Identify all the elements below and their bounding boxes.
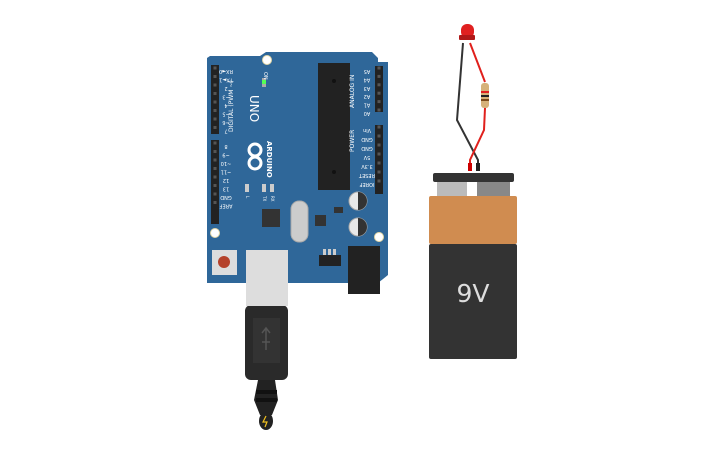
header-pin[interactable] <box>377 125 381 129</box>
l-led-label: L <box>245 196 250 199</box>
pin-label: 7 <box>224 128 227 134</box>
regulator <box>319 255 341 266</box>
pin-label: ~3 <box>222 94 229 100</box>
digital-label: DIGITAL (PWM ~) <box>228 80 235 132</box>
battery-voltage-label: 9V <box>456 279 489 308</box>
pin-label: A0 <box>364 110 371 116</box>
pin-label: 4 <box>224 102 227 108</box>
pin-label: IOREF <box>359 181 374 187</box>
rx-led-label: RX <box>270 196 275 202</box>
pin-label: Vin <box>363 127 371 133</box>
pin-label: A5 <box>364 68 371 74</box>
header-pin[interactable] <box>213 92 217 95</box>
header-pin[interactable] <box>377 143 381 147</box>
header-pin[interactable] <box>377 161 381 165</box>
usb-symbol-icon <box>261 326 271 350</box>
power-header[interactable] <box>375 125 383 194</box>
header-pin[interactable] <box>377 170 381 174</box>
usb-cable[interactable] <box>245 305 288 430</box>
pin-label: 3.3V <box>361 163 373 169</box>
pin-label: TX►1 <box>219 77 234 83</box>
pin-label: GND <box>220 194 232 200</box>
power-label: POWER <box>349 130 356 152</box>
battery-9v[interactable]: 9V <box>429 173 517 359</box>
header-pin[interactable] <box>213 150 217 153</box>
header-pin[interactable] <box>377 152 381 156</box>
analog-label: ANALOG IN <box>349 75 356 108</box>
header-pin[interactable] <box>213 175 217 179</box>
header-pin[interactable] <box>377 91 381 95</box>
pin-label: ~9 <box>222 152 229 158</box>
header-pin[interactable] <box>213 83 217 87</box>
pin-label: ~10 <box>221 160 232 166</box>
pin-label: RESET <box>358 172 375 178</box>
usb-port <box>246 250 288 306</box>
header-pin[interactable] <box>377 83 381 87</box>
power-jack[interactable] <box>348 246 380 294</box>
power-led <box>262 80 266 84</box>
pin-label: 8 <box>224 143 227 149</box>
brand-label: ARDUINO <box>265 141 273 178</box>
header-pin[interactable] <box>213 201 217 204</box>
pin-label: A4 <box>364 76 371 82</box>
header-pin[interactable] <box>213 100 217 104</box>
on-label: ON <box>262 72 268 80</box>
pin-label: ~11 <box>221 169 232 175</box>
header-pin[interactable] <box>377 134 381 138</box>
pin-label: ~5 <box>222 111 229 117</box>
header-pin[interactable] <box>213 167 217 170</box>
pin-label: 12 <box>223 177 229 183</box>
header-pin[interactable] <box>213 192 217 196</box>
digital-header-high[interactable] <box>211 65 219 134</box>
pin-label: AREF <box>219 203 232 209</box>
pin-label: ~6 <box>222 119 229 125</box>
header-pin[interactable] <box>213 66 217 70</box>
digital-header-low[interactable] <box>211 140 219 224</box>
battery-snap <box>433 173 514 182</box>
header-pin[interactable] <box>213 117 217 121</box>
header-pin[interactable] <box>213 141 217 145</box>
header-pin[interactable] <box>377 74 381 78</box>
usb-chip <box>262 209 280 227</box>
pin-label: 13 <box>223 186 229 192</box>
pin-label: 2 <box>224 85 227 91</box>
header-pin[interactable] <box>213 75 217 78</box>
header-pin[interactable] <box>213 109 217 112</box>
red-led[interactable] <box>459 24 475 40</box>
atmega-chip <box>318 63 350 190</box>
arduino-uno-board[interactable]: ON UNO ARDUINO DIGITAL (PWM ~) ANALOG IN… <box>207 52 388 306</box>
arduino-logo-icon <box>247 142 263 171</box>
header-pin[interactable] <box>377 100 381 104</box>
model-label: UNO <box>247 95 261 122</box>
header-pin[interactable] <box>213 184 217 187</box>
header-pin[interactable] <box>377 108 381 112</box>
crystal <box>290 200 309 243</box>
header-pin[interactable] <box>213 158 217 162</box>
header-pin[interactable] <box>377 66 381 70</box>
pin-label: A1 <box>364 102 371 108</box>
pin-label: GND <box>361 145 373 151</box>
header-pin[interactable] <box>377 179 381 183</box>
pin-label: A3 <box>364 85 371 91</box>
tx-led-label: TX <box>262 195 267 201</box>
pin-label: A2 <box>364 93 371 99</box>
analog-header[interactable] <box>375 66 383 112</box>
pin-label: GND <box>361 136 373 142</box>
pin-label: 5V <box>363 154 370 160</box>
resistor[interactable] <box>481 83 489 108</box>
header-pin[interactable] <box>213 126 217 129</box>
pin-label: RX◄0 <box>219 68 233 74</box>
